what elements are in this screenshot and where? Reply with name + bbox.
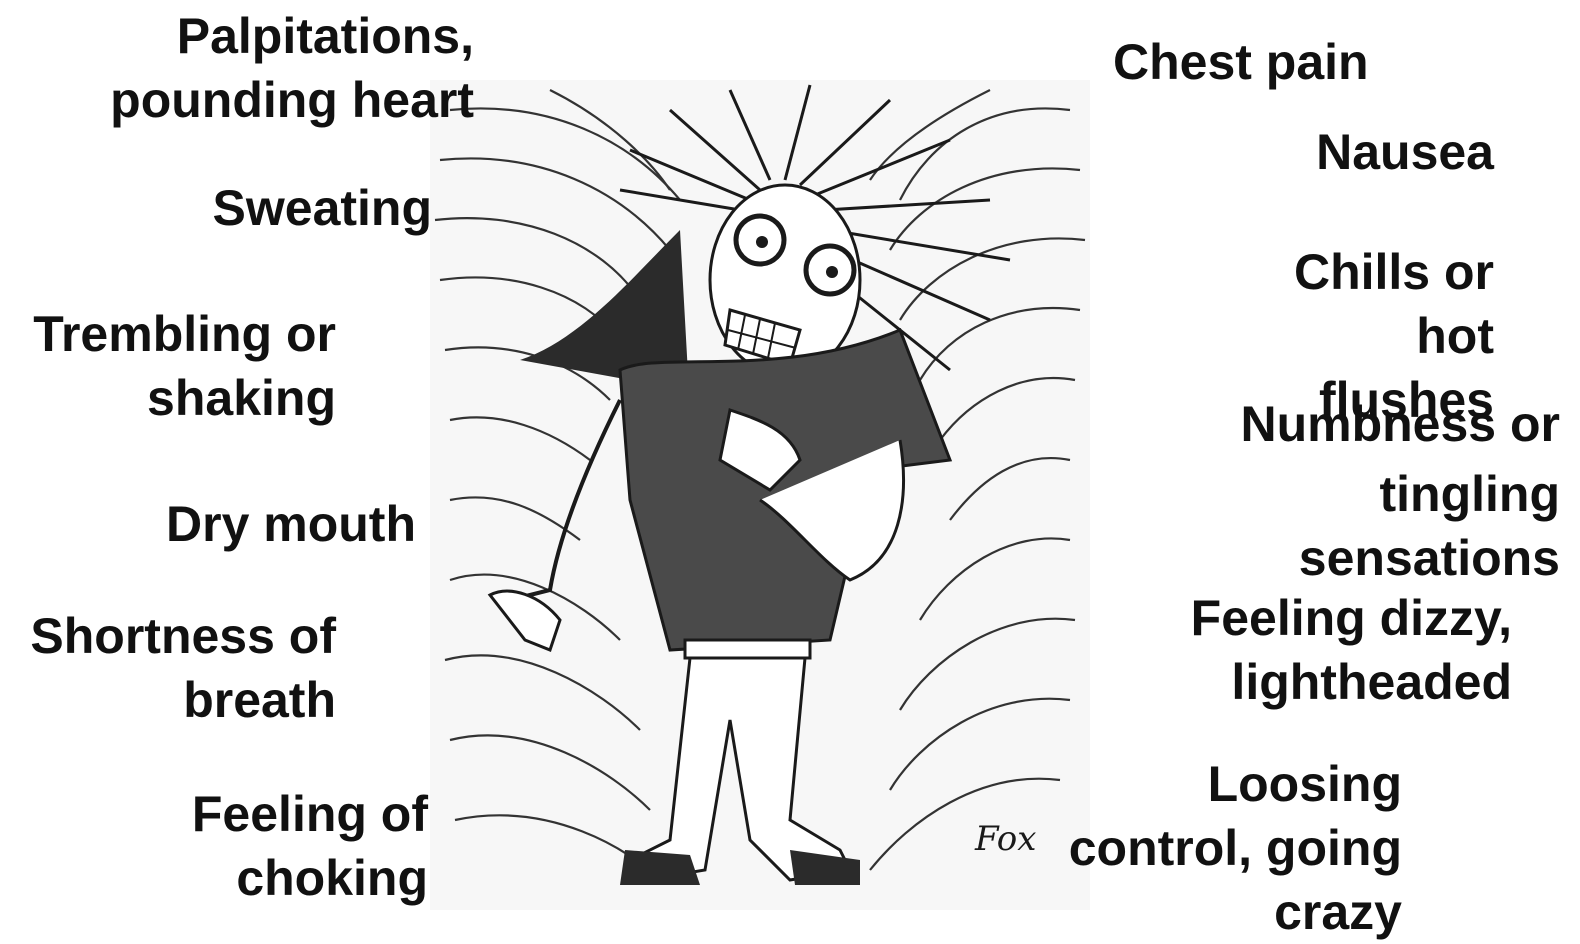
symptom-line: Shortness of [30,604,336,668]
symptom-line: Sweating [213,176,432,240]
symptom-line: lightheaded [1191,650,1512,714]
symptom-line: pounding heart [110,68,474,132]
symptom-line: choking [192,846,428,910]
symptom-chest-pain: Chest pain [1113,30,1369,94]
symptom-line: Palpitations, [110,4,474,68]
symptom-line: hot [1294,304,1494,368]
symptom-line: Trembling or [33,302,336,366]
anxious-man-illustration: Fox [430,80,1090,910]
artist-signature: Fox [974,819,1036,859]
symptom-line: crazy [1069,880,1402,944]
belt [685,640,810,658]
symptom-dizzy: Feeling dizzy, lightheaded [1191,586,1512,714]
symptom-choking: Feeling of choking [192,782,428,910]
symptom-line: Chills or [1294,240,1494,304]
symptom-line: breath [30,668,336,732]
symptom-line: shaking [33,366,336,430]
symptom-palpitations: Palpitations, pounding heart [110,4,474,132]
symptom-line: Feeling dizzy, [1191,586,1512,650]
symptom-numbness: Numbness or tingling sensations [1240,392,1560,590]
symptom-line: Nausea [1316,120,1494,184]
symptom-line: Dry mouth [166,492,416,556]
symptom-line: Numbness or [1240,392,1560,456]
symptom-dry-mouth: Dry mouth [166,492,416,556]
symptom-line: Feeling of [192,782,428,846]
symptom-line: Chest pain [1113,30,1369,94]
symptom-loosing-control: Loosing control, going crazy [1069,752,1402,944]
symptom-nausea: Nausea [1316,120,1494,184]
symptom-line: tingling [1240,462,1560,526]
symptom-trembling: Trembling or shaking [33,302,336,430]
symptom-sweating: Sweating [213,176,432,240]
left-shoe [620,850,700,885]
symptom-line: Loosing [1069,752,1402,816]
symptom-line: sensations [1240,526,1560,590]
symptom-shortness-of-breath: Shortness of breath [30,604,336,732]
symptom-line: control, going [1069,816,1402,880]
